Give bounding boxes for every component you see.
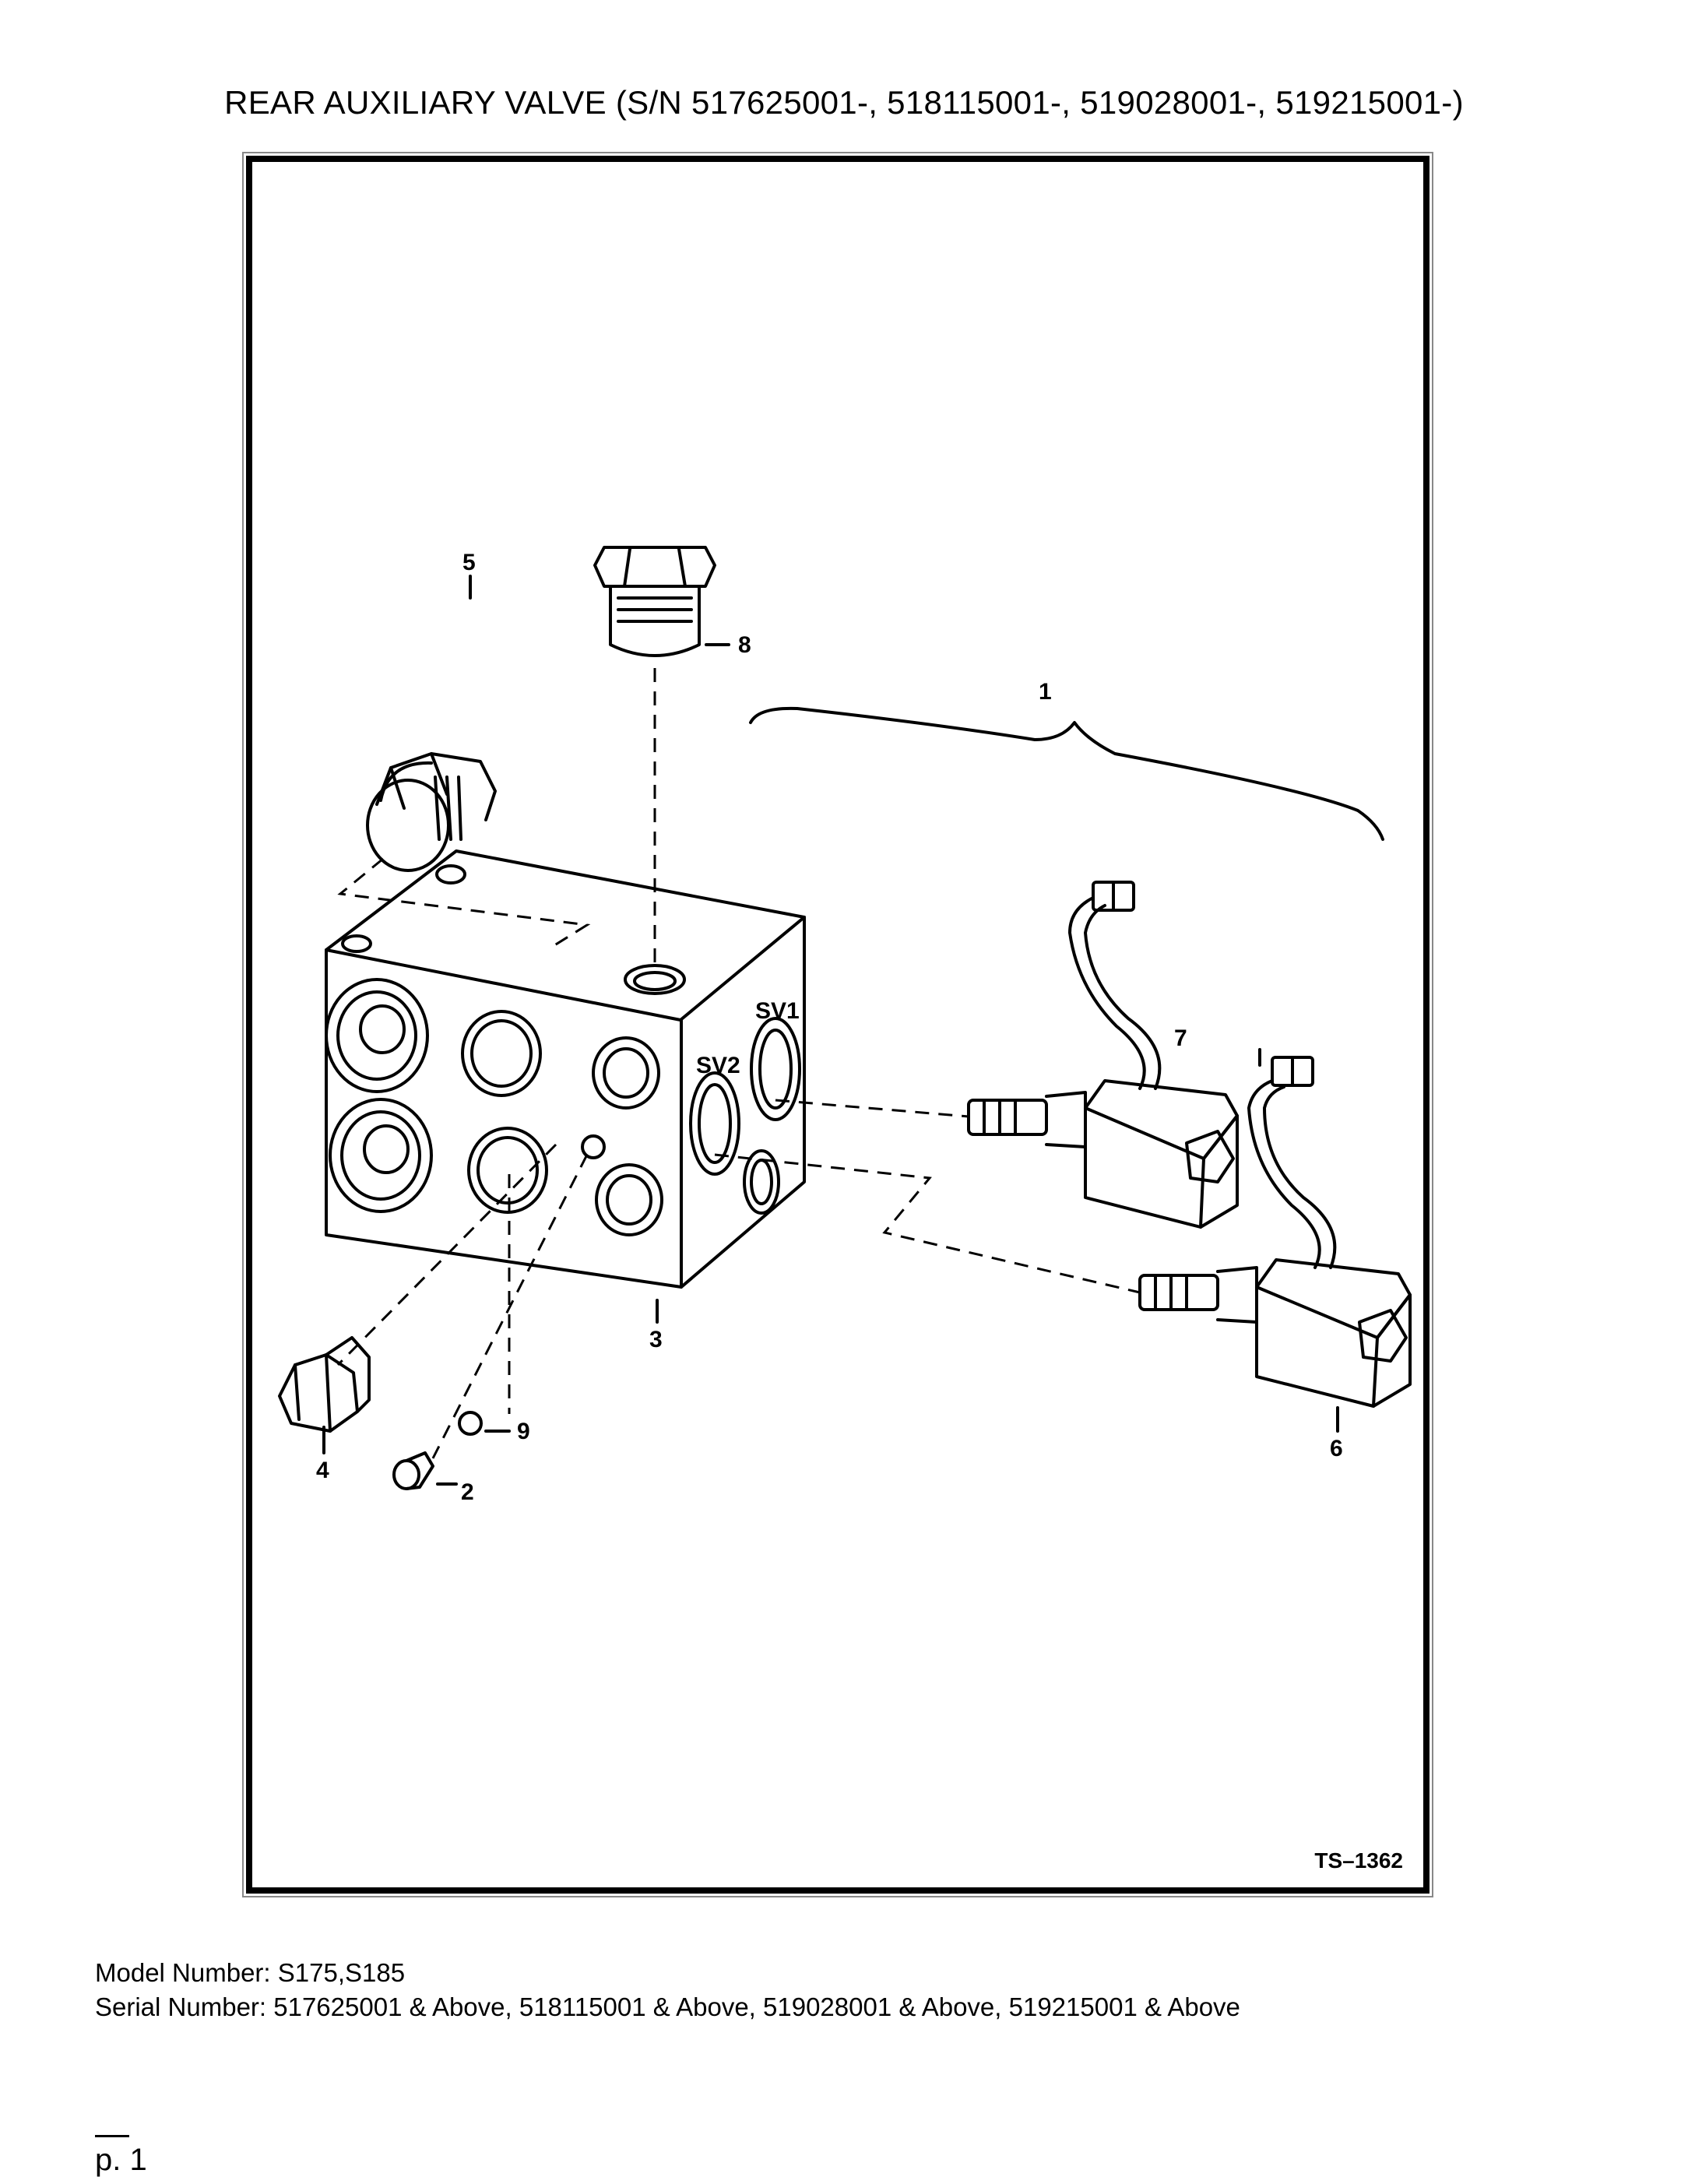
assembly-lines	[336, 668, 1141, 1459]
port-label-sv1: SV1	[755, 998, 800, 1024]
model-number-line: Model Number: S175,S185	[95, 1958, 406, 1987]
bracket-1	[749, 706, 1384, 841]
callout-3: 3	[649, 1327, 663, 1352]
fitting-2	[392, 1451, 434, 1490]
page-number-rule	[95, 2135, 129, 2137]
callout-8: 8	[738, 632, 751, 658]
callout-7: 7	[1174, 1025, 1187, 1051]
callout-9: 9	[517, 1419, 530, 1444]
valve-body	[325, 849, 806, 1289]
callout-5: 5	[462, 550, 476, 575]
diagram-drawing: 1 2 3 4 5 6 7 8 9 SV1 SV2	[278, 546, 1412, 1505]
figure-id: TS–1362	[1314, 1848, 1403, 1873]
bolt-8	[593, 546, 716, 657]
solenoid-valve-7	[967, 881, 1239, 1229]
exploded-parts-diagram: 1 2 3 4 5 6 7 8 9 SV1 SV2 TS–1362	[242, 152, 1433, 1897]
callout-2: 2	[461, 1479, 474, 1505]
page-number: p. 1	[95, 2143, 147, 2177]
solenoid-valve-6	[1138, 1056, 1412, 1408]
plug-5	[366, 752, 497, 872]
footer: Model Number: S175,S185 Serial Number: 5…	[95, 1956, 1240, 2024]
callout-6: 6	[1330, 1436, 1343, 1461]
leader-lines	[322, 575, 1339, 1486]
callout-1: 1	[1039, 679, 1052, 705]
o-ring-9	[458, 1411, 483, 1436]
plug-4	[278, 1336, 371, 1433]
callout-4: 4	[316, 1458, 329, 1483]
serial-number-line: Serial Number: 517625001 & Above, 518115…	[95, 1992, 1240, 2021]
port-label-sv2: SV2	[696, 1053, 740, 1078]
page-title: REAR AUXILIARY VALVE (S/N 517625001-, 51…	[224, 84, 1464, 121]
